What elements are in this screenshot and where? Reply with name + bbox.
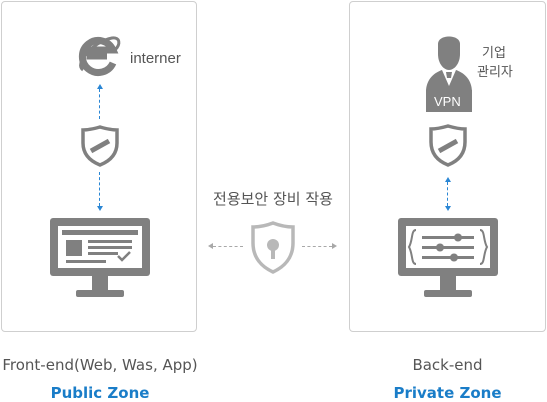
back-end-caption: Back-end <box>412 356 483 374</box>
admin-label-line2: 관리자 <box>477 65 513 80</box>
connector-line <box>99 172 100 206</box>
arrow-left-icon <box>208 243 213 249</box>
shield-icon <box>81 125 119 167</box>
vpn-label: VPN <box>434 94 461 109</box>
arrow-down-icon <box>97 206 103 211</box>
internet-explorer-icon <box>78 36 121 76</box>
arrow-right-icon <box>332 243 337 249</box>
front-end-caption: Front-end(Web, Was, App) <box>2 356 198 374</box>
admin-user-icon <box>426 36 472 112</box>
web-monitor-icon <box>50 218 150 297</box>
arrow-up-icon <box>445 177 451 182</box>
admin-label-line1: 기업 <box>482 46 506 61</box>
shield-icon <box>429 124 467 167</box>
lock-shield-icon <box>251 221 295 274</box>
public-zone-label: Public Zone <box>50 384 150 402</box>
private-zone-label: Private Zone <box>393 384 502 402</box>
connector-line <box>302 246 332 247</box>
arrow-down-icon <box>445 206 451 211</box>
connector-line <box>447 182 448 206</box>
server-monitor-icon <box>398 218 498 297</box>
browser-label: interner <box>130 50 181 67</box>
connector-line <box>213 246 243 247</box>
connector-line <box>99 89 100 119</box>
security-equipment-label: 전용보안 장비 작용 <box>213 190 333 208</box>
arrow-up-icon <box>97 84 103 89</box>
